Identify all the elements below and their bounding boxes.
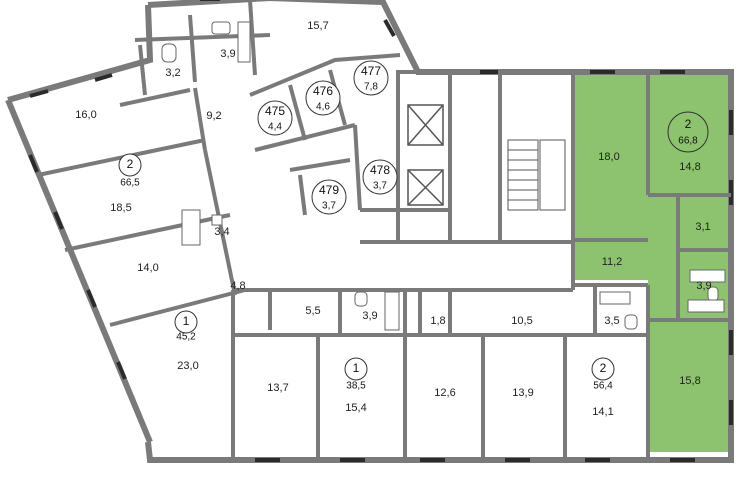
room-area-label: 1,8 [430,315,445,327]
apartment-area: 66,8 [678,136,698,147]
room-area-label: 3,1 [695,221,710,233]
room-area-label: 15,4 [345,402,366,414]
room-labels: 15,7 3,2 3,9 16,0 9,2 18,5 3,4 14,0 4,8 … [75,20,711,418]
apartment-room-count: 2 [600,361,607,375]
apartment-area: 45,2 [176,332,196,343]
elevator-shafts [407,104,444,206]
room-area-label: 23,0 [177,360,198,372]
room-area-label: 14,0 [137,262,158,274]
room-area-label: 3,2 [165,67,180,79]
unit-badge[interactable]: 475 4,4 [257,100,293,136]
room-area-label: 5,5 [305,305,320,317]
unit-badge[interactable]: 478 3,7 [362,159,398,195]
unit-area: 4,6 [316,102,330,113]
room-area-label: 14,8 [679,161,700,173]
unit-badge[interactable]: 476 4,6 [305,80,341,116]
room-area-label: 3,4 [214,226,229,238]
unit-badge[interactable]: 479 3,7 [311,179,347,215]
apartment-badge[interactable]: 1 45,2 [174,310,198,343]
room-area-label: 3,9 [696,280,711,292]
unit-area: 4,4 [268,122,282,133]
unit-badge[interactable]: 477 7,8 [353,60,389,96]
apartment-room-count: 1 [183,314,190,328]
unit-area: 7,8 [364,82,378,93]
selected-apartment-highlight[interactable] [573,75,731,452]
apartment-area: 38,5 [346,381,366,392]
room-area-label: 9,2 [206,110,221,122]
bathroom-fixtures [161,21,726,331]
room-area-label: 4,8 [230,280,245,292]
apartment-room-count: 2 [127,157,134,171]
unit-number: 478 [370,163,390,177]
unit-area: 3,7 [322,201,336,212]
room-area-label: 16,0 [75,109,96,121]
apartment-badge[interactable]: 2 56,4 [591,357,615,392]
room-area-label: 15,7 [307,20,328,32]
staircase [507,139,566,211]
room-area-label: 3,5 [604,315,619,327]
apartment-badge-selected[interactable]: 2 66,8 [667,111,709,153]
unit-number: 477 [361,64,381,78]
unit-number: 475 [265,104,285,118]
unit-area: 3,7 [373,181,387,192]
apartment-room-count: 2 [685,117,692,131]
room-area-label: 18,0 [598,151,619,163]
room-area-label: 3,9 [220,48,235,60]
apartment-badges: 2 66,5 1 45,2 1 38,5 2 56,4 2 66,8 [118,111,709,392]
room-area-label: 3,9 [362,310,377,322]
apartment-area: 56,4 [593,381,613,392]
room-area-label: 15,8 [679,375,700,387]
room-area-label: 11,2 [602,256,623,268]
apartment-area: 66,5 [120,178,140,189]
apartment-badge[interactable]: 2 66,5 [118,153,142,189]
room-area-label: 13,7 [267,382,288,394]
room-area-label: 12,6 [434,387,455,399]
apartment-badge[interactable]: 1 38,5 [344,357,368,392]
apartment-room-count: 1 [353,361,360,375]
room-area-label: 14,1 [592,406,613,418]
unit-number: 479 [319,183,339,197]
room-area-label: 13,9 [512,387,533,399]
room-area-label: 10,5 [511,315,532,327]
window-marks [28,0,733,462]
unit-number: 476 [313,84,333,98]
room-area-label: 18,5 [110,202,131,214]
unit-badges: 475 4,4 476 4,6 477 7,8 478 3,7 479 3,7 [257,60,398,215]
